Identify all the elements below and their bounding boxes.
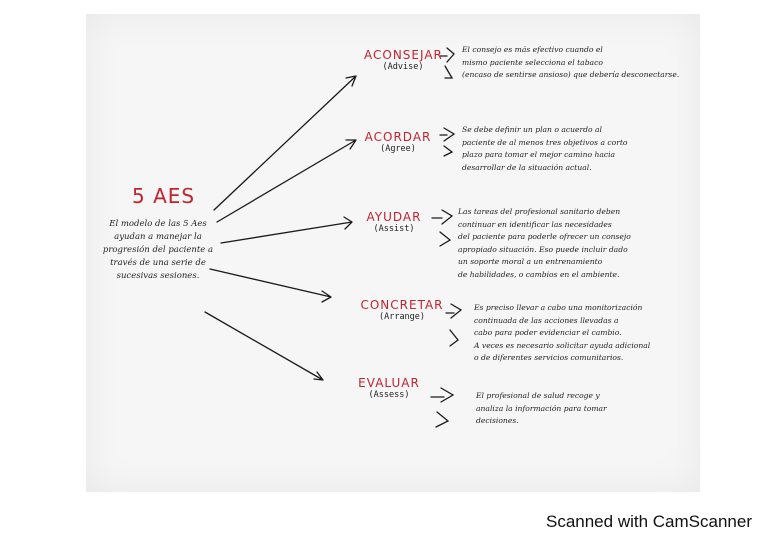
stage-ayudar-description: Las tareas del profesional sanitario deb… xyxy=(458,206,631,281)
stage-concretar-description: Es preciso llevar a cabo una monitorizac… xyxy=(474,302,650,365)
stage-name: ACORDAR xyxy=(364,130,432,144)
description-line: cabo para poder evidenciar el cambio. xyxy=(474,328,622,337)
stage-english: (Advise) xyxy=(382,62,424,72)
description-line: Es preciso llevar a cabo una monitorizac… xyxy=(474,303,643,312)
stage-english: (Assist) xyxy=(373,224,415,234)
description-line: paciente de al menos tres objetivos a co… xyxy=(462,137,628,147)
brace-ayudar xyxy=(431,209,454,247)
arrow-to-evaluar xyxy=(204,311,324,381)
intro-text: El modelo de las 5 Aes ayudan a manejar … xyxy=(102,219,214,281)
brace-aconsejar xyxy=(439,47,455,79)
description-line: Se debe definir un plan o acuerdo al xyxy=(462,125,602,134)
description-line: analiza la información para tomar xyxy=(476,403,607,413)
scanner-watermark: Scanned with CamScanner xyxy=(545,512,752,531)
stage-concretar: CONCRETAR (Arrange) xyxy=(356,298,448,322)
stage-name: AYUDAR xyxy=(366,210,422,224)
brace-evaluar xyxy=(430,387,455,428)
description-line: mismo paciente selecciona el tabaco xyxy=(462,57,603,67)
arrow-to-concretar xyxy=(209,268,332,303)
scanned-page xyxy=(86,14,700,492)
description-line: un soporte moral a un entrenamiento xyxy=(458,257,603,266)
description-line: continuar en identificar las necesidades xyxy=(458,219,612,229)
stage-aconsejar: ACONSEJAR (Advise) xyxy=(364,48,442,72)
brace-acordar xyxy=(439,127,456,157)
description-line: de habilidades, o cambios en el ambiente… xyxy=(458,269,620,279)
stage-english: (Arrange) xyxy=(378,312,426,322)
description-line: decisiones. xyxy=(476,416,519,425)
stage-aconsejar-description: El consejo es más efectivo cuando el mis… xyxy=(462,44,679,82)
description-line: del paciente para poderle ofrecer un con… xyxy=(458,232,631,241)
description-line: Las tareas del profesional sanitario deb… xyxy=(458,207,621,216)
description-line: continuada de las acciones llevadas a xyxy=(474,315,619,325)
description-line: plazo para tomar el mejor camino hacia xyxy=(462,150,616,159)
stage-ayudar: AYUDAR (Assist) xyxy=(356,210,432,234)
stage-name: ACONSEJAR xyxy=(364,48,443,62)
description-line: El profesional de salud recoge y xyxy=(476,391,600,400)
description-line: A veces es necesario solicitar ayuda adi… xyxy=(474,340,651,350)
brace-concretar xyxy=(445,303,463,347)
description-line: apropiado situación. Eso puede incluir d… xyxy=(458,244,628,254)
stage-evaluar-description: El profesional de salud recoge y analiza… xyxy=(476,390,607,428)
stage-evaluar: EVALUAR (Assess) xyxy=(352,376,426,400)
stage-acordar-description: Se debe definir un plan o acuerdo al pac… xyxy=(462,124,627,174)
page-title: 5 AES xyxy=(132,184,196,208)
stage-acordar: ACORDAR (Agree) xyxy=(358,130,438,154)
description-line: (encaso de sentirse ansioso) que debería… xyxy=(462,70,680,79)
arrow-to-aconsejar xyxy=(213,75,357,211)
stage-name: CONCRETAR xyxy=(360,298,444,312)
description-line: o de diferentes servicios comunitarios. xyxy=(474,353,624,362)
description-line: El consejo es más efectivo cuando el xyxy=(462,45,603,54)
arrow-to-ayudar xyxy=(220,216,353,244)
arrow-to-acordar xyxy=(216,139,357,223)
stage-english: (Assess) xyxy=(368,390,410,400)
description-line: desarrollar de la situación actual. xyxy=(462,162,592,172)
stage-english: (Agree) xyxy=(380,144,416,154)
stage-name: EVALUAR xyxy=(358,376,420,390)
